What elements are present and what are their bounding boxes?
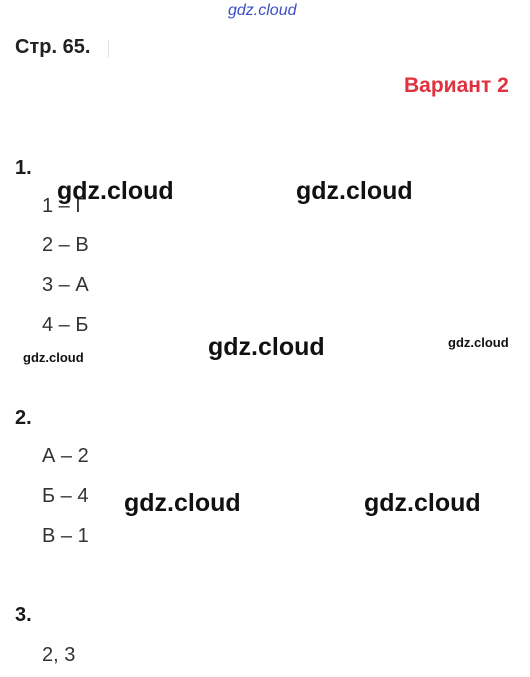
variant-label: Вариант 2 <box>404 74 509 97</box>
answer-item: 4 – Б <box>42 314 89 336</box>
answer-item: В – 1 <box>42 525 89 547</box>
answer-item: 2 – В <box>42 234 89 256</box>
page-reference: Стр. 65. <box>15 36 91 58</box>
watermark: gdz.cloud <box>296 177 413 205</box>
watermark: gdz.cloud <box>124 489 241 517</box>
site-logo[interactable]: gdz.cloud <box>228 2 297 19</box>
text-cursor-mark <box>108 40 109 58</box>
watermark: gdz.cloud <box>364 489 481 517</box>
answer-item: 3 – А <box>42 274 89 296</box>
answer-item: 2, 3 <box>42 644 76 666</box>
question-number-3: 3. <box>15 604 32 626</box>
question-number-2: 2. <box>15 407 32 429</box>
answer-item: Б – 4 <box>42 485 89 507</box>
question-number-1: 1. <box>15 157 32 179</box>
answer-item: А – 2 <box>42 445 89 467</box>
answer-item: 1 – Г <box>42 195 87 217</box>
watermark: gdz.cloud <box>23 350 84 365</box>
watermark: gdz.cloud <box>57 177 174 205</box>
watermark: gdz.cloud <box>448 335 509 350</box>
watermark: gdz.cloud <box>208 333 325 361</box>
